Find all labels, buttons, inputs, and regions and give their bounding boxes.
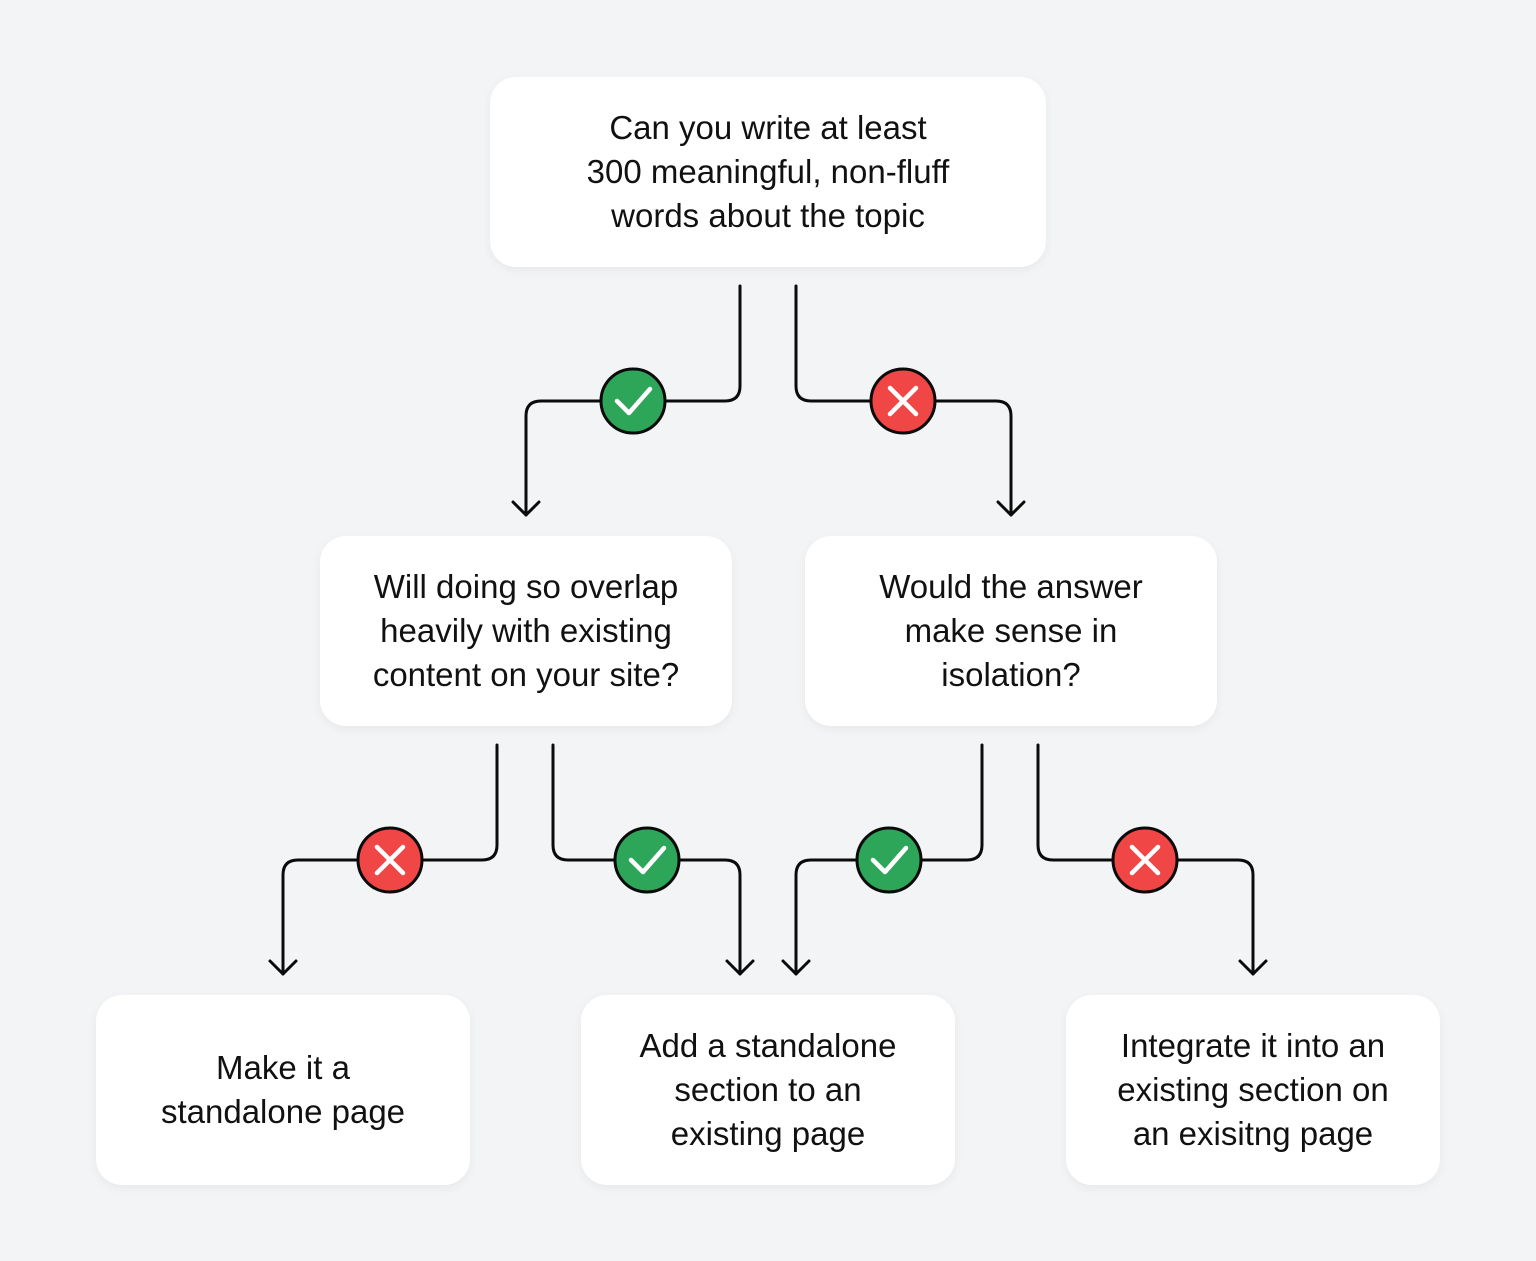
root-question-node: Can you write at least 300 meaningful, n… xyxy=(490,77,1046,267)
cross-icon xyxy=(869,367,937,435)
isolation-question-text: Would the answer make sense in isolation… xyxy=(879,568,1143,693)
outcome-standalone-section-text: Add a standalone section to an existing … xyxy=(639,1027,897,1152)
outcome-integrate-node: Integrate it into an existing section on… xyxy=(1066,995,1440,1185)
root-question-text: Can you write at least 300 meaningful, n… xyxy=(586,109,950,234)
cross-icon xyxy=(356,826,424,894)
edge-root-to-right-question xyxy=(794,284,1026,517)
outcome-standalone-page-text: Make it a standalone page xyxy=(160,1049,406,1130)
edge-right-to-standalone-section xyxy=(781,743,984,976)
check-icon xyxy=(613,826,681,894)
outcome-standalone-section-node: Add a standalone section to an existing … xyxy=(581,995,955,1185)
edge-left-to-standalone-section xyxy=(551,743,755,976)
isolation-question-node: Would the answer make sense in isolation… xyxy=(805,536,1217,726)
edge-root-to-left-question xyxy=(511,284,742,517)
check-icon xyxy=(855,826,923,894)
overlap-question-node: Will doing so overlap heavily with exist… xyxy=(320,536,732,726)
overlap-question-text: Will doing so overlap heavily with exist… xyxy=(372,568,680,693)
edge-left-to-standalone-page xyxy=(268,743,499,976)
cross-icon xyxy=(1111,826,1179,894)
outcome-integrate-text: Integrate it into an existing section on… xyxy=(1117,1027,1389,1152)
edge-right-to-integrate xyxy=(1036,743,1268,976)
check-icon xyxy=(599,367,667,435)
outcome-standalone-page-node: Make it a standalone page xyxy=(96,995,470,1185)
